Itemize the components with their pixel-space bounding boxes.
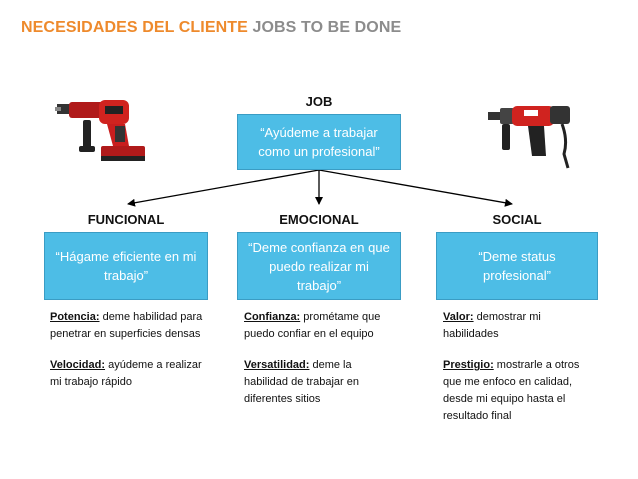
funcional-item: Potencia: deme habilidad para penetrar e… [50, 311, 203, 340]
funcional-box: “Hágame eficiente en mi trabajo” [44, 232, 208, 300]
social-box: “Deme status profesional” [436, 232, 598, 300]
funcional-text: “Hágame eficiente en mi trabajo” [55, 249, 197, 283]
job-box: “Ayúdeme a trabajar como un profesional” [237, 114, 401, 170]
emocional-box: “Deme confianza en que puedo realizar mi… [237, 232, 401, 300]
funcional-item: Velocidad: ayúdeme a realizar mi trabajo… [50, 359, 202, 388]
social-label: SOCIAL [492, 212, 542, 227]
emocional-item: Versatilidad: deme la habilidad de traba… [244, 359, 359, 405]
page-title: NECESIDADES DEL CLIENTE JOBS TO BE DONE [21, 19, 401, 37]
title-primary: NECESIDADES DEL CLIENTE [21, 19, 248, 36]
job-text: “Ayúdeme a trabajar como un profesional” [258, 125, 380, 159]
emocional-text: “Deme confianza en que puedo realizar mi… [248, 239, 390, 293]
corded-hammer-drill-image [488, 106, 570, 169]
arrow-to-funcional [127, 169, 320, 207]
social-details: Valor: demostrar mi habilidades Prestigi… [443, 309, 591, 439]
title-secondary: JOBS TO BE DONE [252, 19, 402, 36]
emocional-item: Confianza: prométame que puedo confiar e… [244, 311, 381, 340]
funcional-details: Potencia: deme habilidad para penetrar e… [50, 309, 212, 405]
social-text: “Deme status profesional” [478, 249, 556, 283]
cordless-hammer-drill-image [55, 100, 145, 161]
funcional-label: FUNCIONAL [87, 212, 165, 227]
social-item: Prestigio: mostrarle a otros que me enfo… [443, 359, 580, 422]
social-item: Valor: demostrar mi habilidades [443, 311, 541, 340]
job-label: JOB [305, 94, 333, 109]
arrow-to-social [318, 169, 513, 207]
emocional-label: EMOCIONAL [279, 212, 359, 227]
emocional-details: Confianza: prométame que puedo confiar e… [244, 309, 394, 422]
